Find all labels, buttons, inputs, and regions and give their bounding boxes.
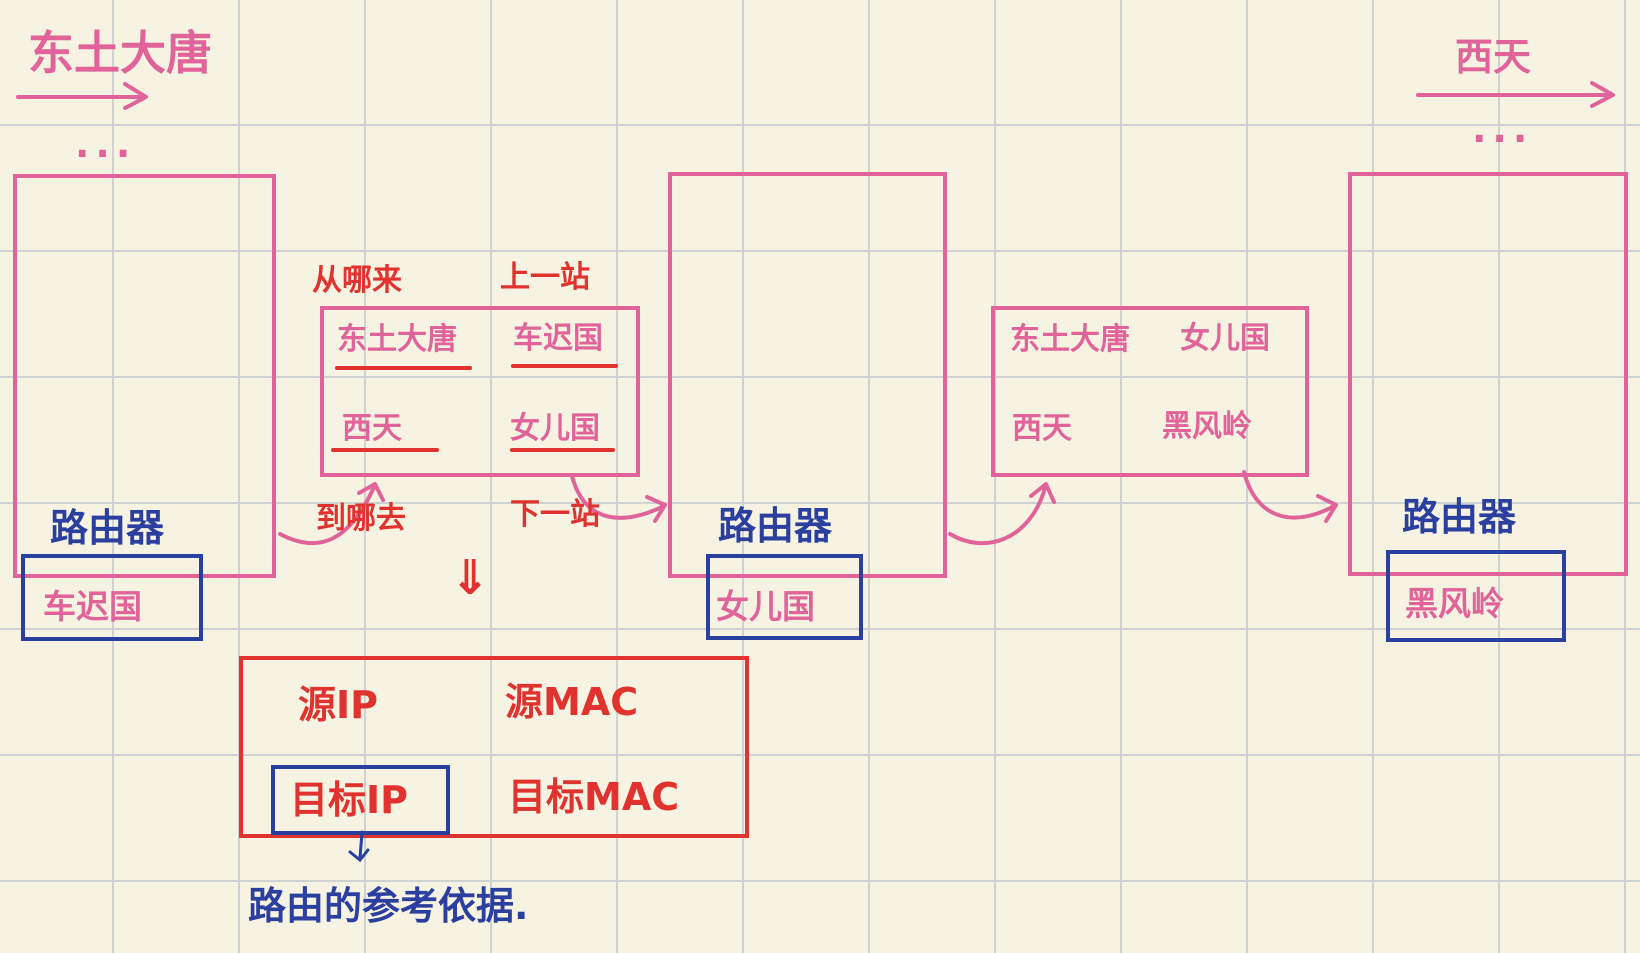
table-1-footer-next: 下一站 bbox=[510, 497, 600, 532]
router-2-name: 女儿国 bbox=[716, 587, 815, 626]
end-arrow bbox=[1416, 81, 1615, 108]
router-2-title: 路由器 bbox=[718, 504, 833, 548]
packet-header-box bbox=[239, 656, 749, 838]
table-1-header-prev: 上一站 bbox=[500, 260, 590, 295]
router-1-box bbox=[13, 174, 276, 578]
end-ellipsis: ... bbox=[1472, 107, 1534, 151]
connector-arrow-2 bbox=[570, 474, 667, 523]
routing-table-1-box bbox=[320, 306, 640, 477]
table-2-row-1-from: 东土大唐 bbox=[1010, 322, 1130, 357]
router-3-name: 黑风岭 bbox=[1405, 584, 1504, 623]
table-2-row-2-next: 黑风岭 bbox=[1162, 409, 1252, 444]
note-arrow bbox=[348, 830, 370, 863]
table-2-row-1-prev: 女儿国 bbox=[1180, 321, 1270, 356]
table-1-footer-to: 到哪去 bbox=[316, 501, 406, 536]
router-1-title: 路由器 bbox=[50, 506, 165, 550]
start-label: 东土大唐 bbox=[28, 26, 212, 80]
router-2-name-box bbox=[706, 554, 863, 640]
router-3-title: 路由器 bbox=[1402, 495, 1517, 539]
start-arrow bbox=[16, 82, 148, 110]
router-2-box bbox=[668, 172, 947, 578]
packet-dst-ip: 目标IP bbox=[290, 778, 408, 822]
router-3-box bbox=[1348, 172, 1628, 576]
connector-arrow-4 bbox=[1242, 470, 1338, 523]
router-3-name-box bbox=[1386, 550, 1566, 642]
table-1-row-2-next: 女儿国 bbox=[510, 411, 600, 446]
table-1-underlines bbox=[331, 364, 618, 452]
table-1-header-from: 从哪来 bbox=[312, 263, 402, 298]
table-2-row-2-to: 西天 bbox=[1012, 411, 1072, 446]
end-label: 西天 bbox=[1455, 35, 1532, 79]
routing-basis-note: 路由的参考依据. bbox=[248, 884, 529, 928]
table-1-row-1-from: 东土大唐 bbox=[337, 322, 457, 357]
router-1-name: 车迟国 bbox=[43, 587, 142, 626]
start-ellipsis: ... bbox=[75, 122, 137, 166]
routing-table-2-box bbox=[991, 306, 1309, 477]
table-1-row-2-to: 西天 bbox=[342, 411, 402, 446]
down-arrow-icon: ⇓ bbox=[450, 550, 491, 606]
packet-src-mac: 源MAC bbox=[505, 680, 639, 724]
connector-arrow-3 bbox=[948, 482, 1056, 545]
router-1-name-box bbox=[21, 554, 203, 641]
packet-dst-mac: 目标MAC bbox=[508, 775, 680, 819]
table-1-row-1-prev: 车迟国 bbox=[513, 321, 603, 356]
packet-src-ip: 源IP bbox=[298, 683, 378, 727]
connector-arrow-1 bbox=[278, 482, 385, 545]
